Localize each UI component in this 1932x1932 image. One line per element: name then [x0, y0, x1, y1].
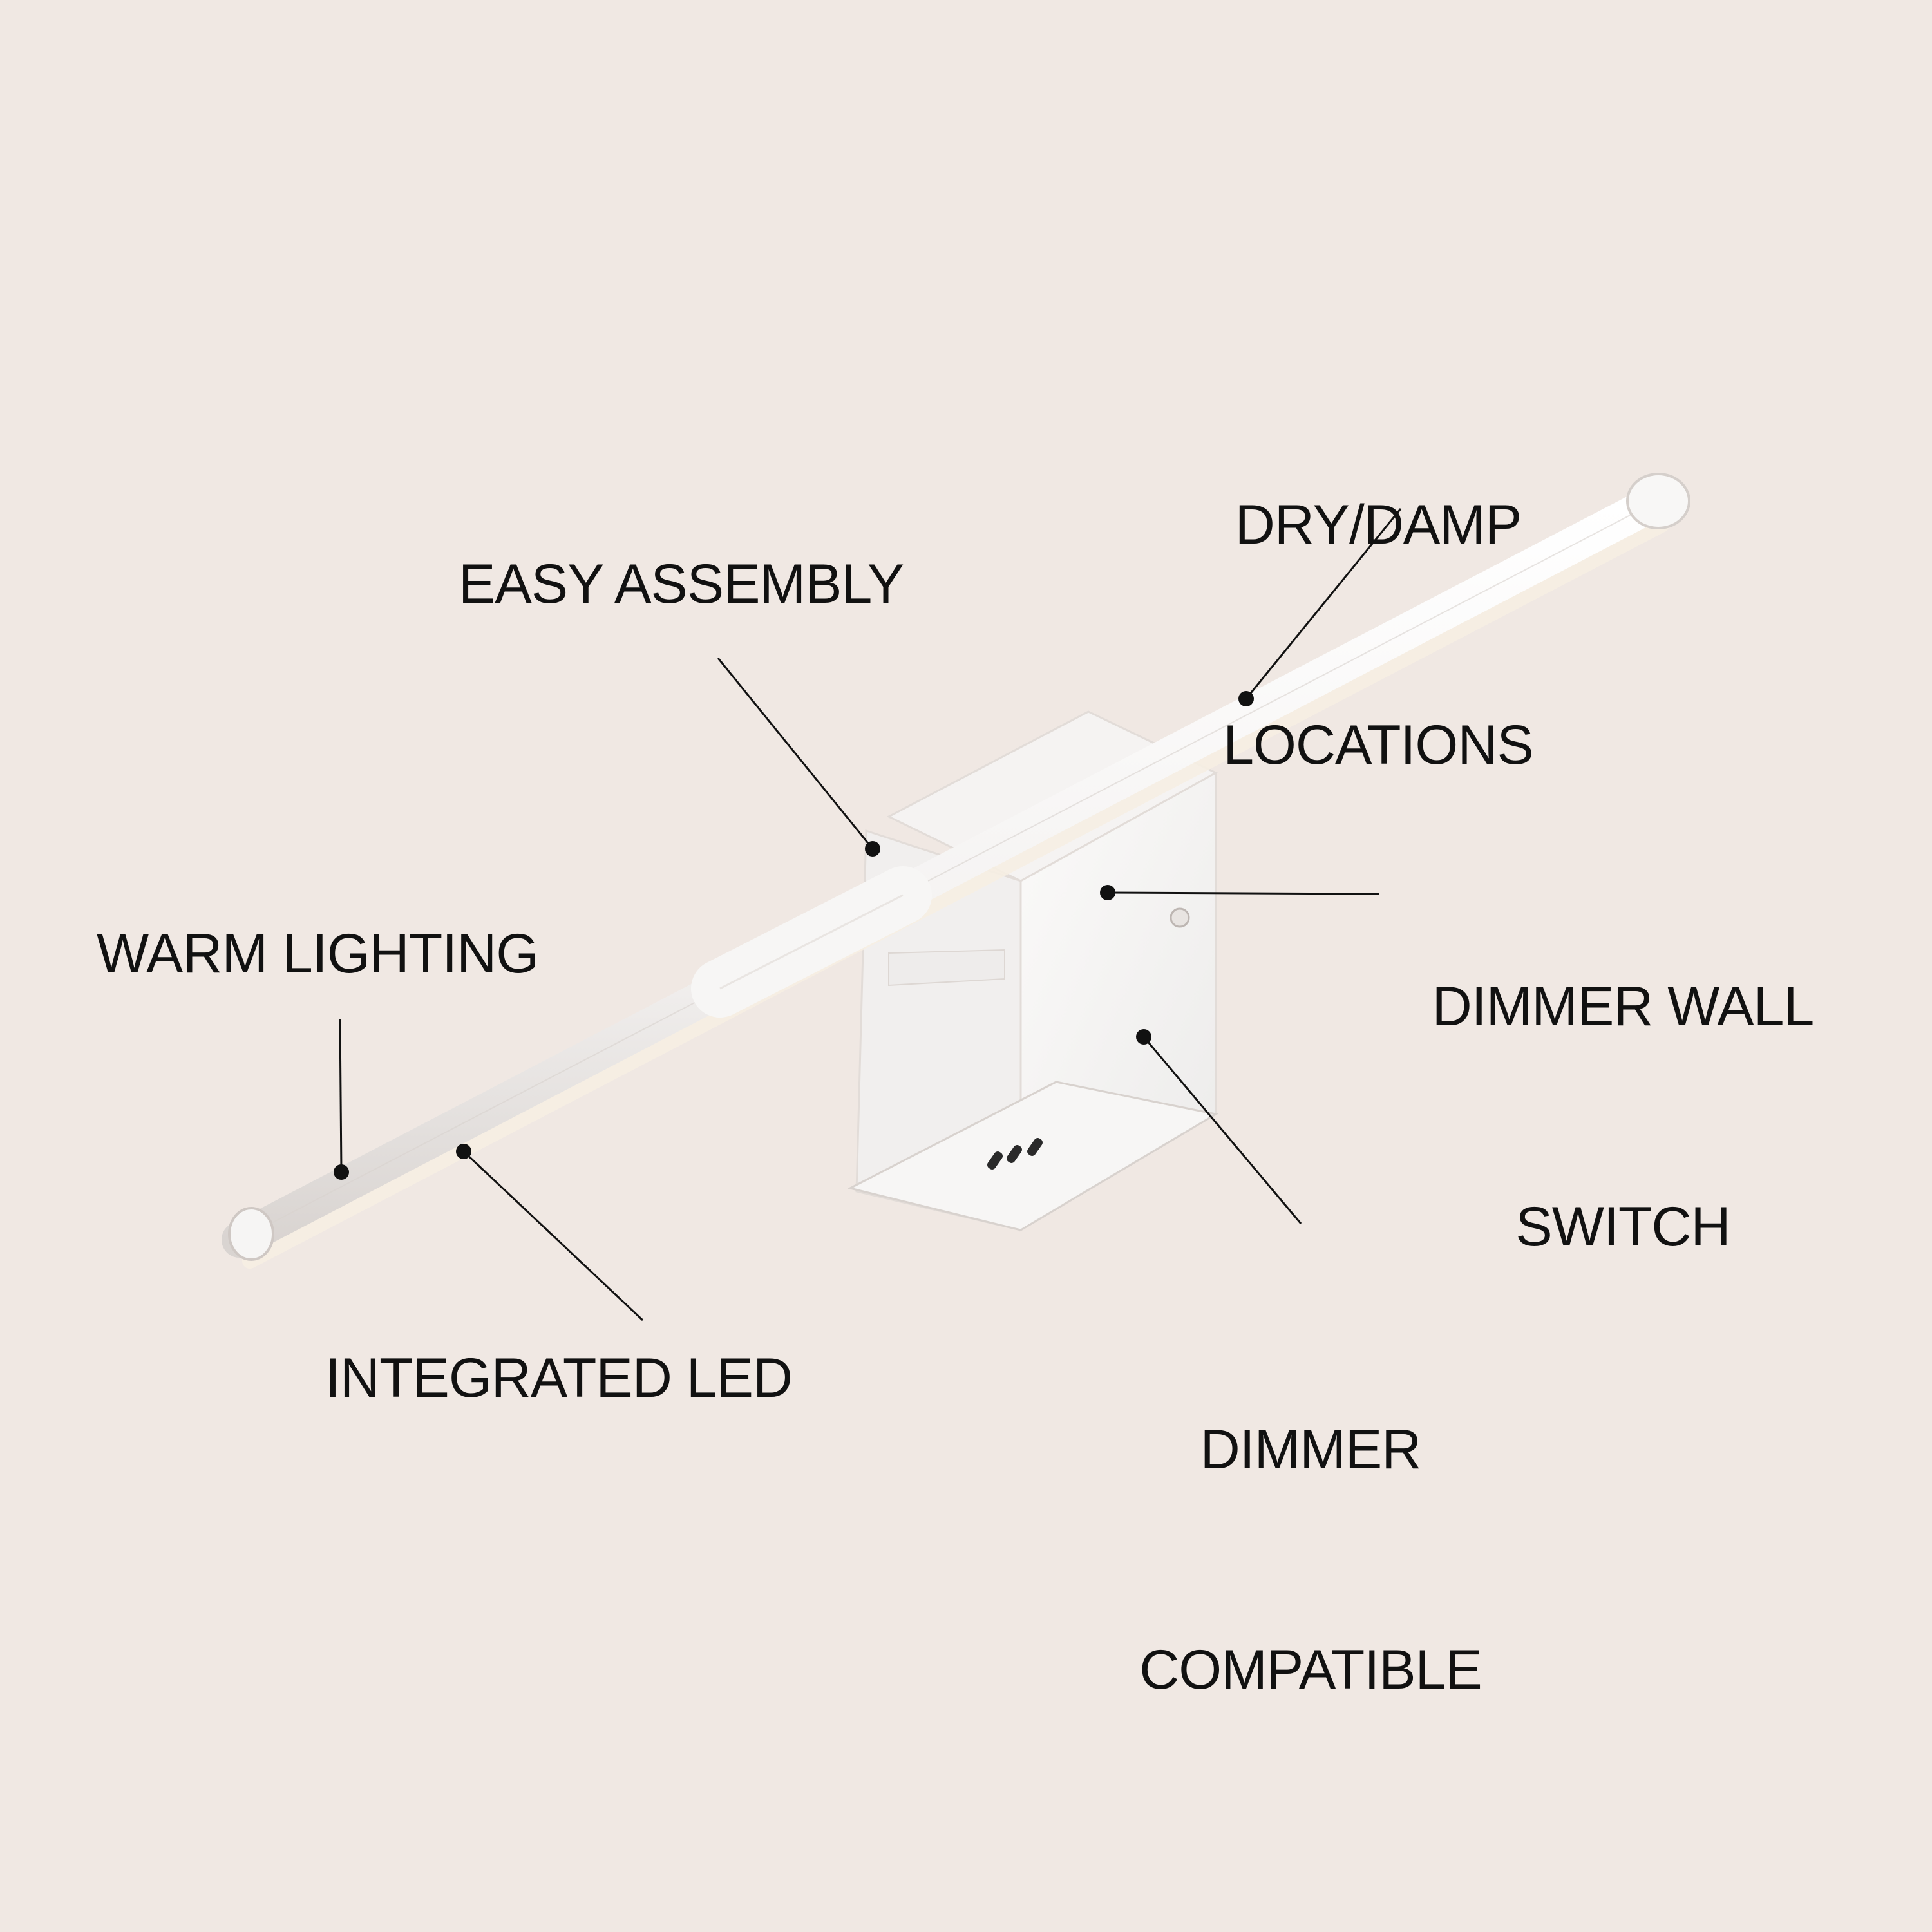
callout-integrated-led: INTEGRATED LED: [325, 1347, 793, 1409]
callout-line: LOCATIONS: [1223, 714, 1534, 776]
end-cap-left: [228, 1207, 274, 1261]
vent-slots: [987, 1138, 1043, 1170]
callout-dot: [456, 1144, 471, 1159]
mount-arm: [888, 949, 1005, 987]
callout-leaders: [334, 508, 1402, 1321]
callout-dot: [1136, 1029, 1151, 1045]
callout-dimmer-compatible: DIMMER COMPATIBLE: [1108, 1266, 1513, 1853]
callout-warm-lighting: WARM LIGHTING: [97, 923, 539, 985]
end-cap-right: [1626, 473, 1690, 529]
screw-icon: [1170, 907, 1190, 928]
callout-line: COMPATIBLE: [1139, 1639, 1482, 1701]
callout-dimmer-wall-switch: DIMMER WALL SWITCH: [1397, 823, 1848, 1410]
callout-dry-damp-locations: DRY/DAMP LOCATIONS: [1179, 341, 1578, 929]
callout-line: DIMMER: [1200, 1419, 1422, 1481]
callout-dot: [1100, 885, 1115, 900]
callout-line: DRY/DAMP: [1235, 494, 1522, 556]
callout-dot: [334, 1164, 349, 1180]
led-light-bar: [222, 473, 1690, 1269]
callout-line: SWITCH: [1515, 1196, 1730, 1258]
callout-dot: [1238, 691, 1254, 706]
callout-line: DIMMER WALL: [1432, 976, 1815, 1037]
callout-dot: [865, 841, 880, 857]
callout-easy-assembly: EASY ASSEMBLY: [459, 553, 904, 615]
